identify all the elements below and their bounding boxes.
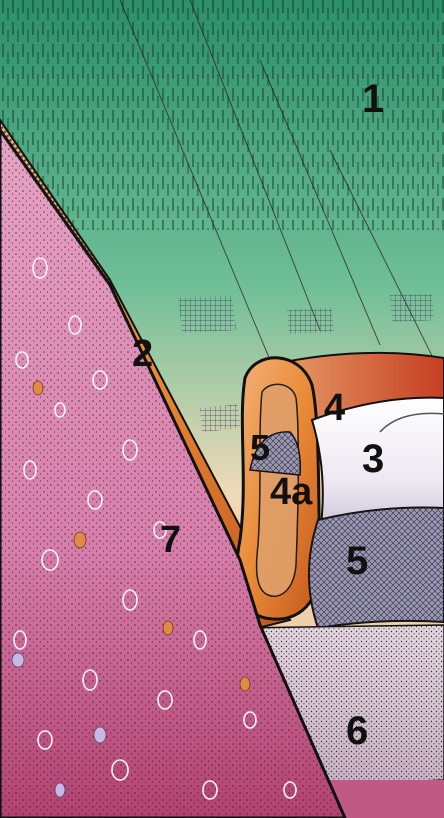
label-3: 3 [362,437,384,481]
label-5-bottom: 5 [346,539,368,583]
label-7: 7 [160,519,181,561]
label-4a: 4a [270,471,313,513]
base-strip [330,780,444,818]
label-2: 2 [132,333,153,375]
label-1: 1 [362,77,384,121]
label-4: 4 [324,387,345,429]
label-6: 6 [346,709,368,753]
label-5-top: 5 [250,427,270,468]
mesh-cylinder-texture [309,508,444,629]
